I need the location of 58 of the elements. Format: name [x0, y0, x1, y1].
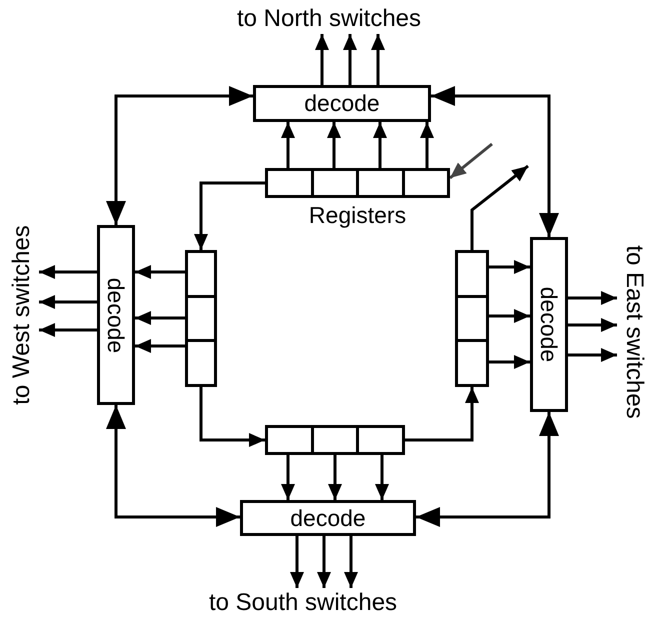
register-cell — [265, 425, 314, 455]
arrow — [420, 122, 434, 168]
register-cell — [356, 425, 406, 455]
register-cell — [185, 339, 217, 388]
arrow — [489, 309, 530, 323]
register-cell — [356, 168, 404, 198]
arrow — [489, 260, 530, 274]
arrow — [328, 455, 342, 500]
arrow — [327, 122, 341, 168]
arrow — [449, 142, 493, 180]
box-label: decode — [538, 286, 560, 362]
arrow — [135, 339, 185, 353]
decode-box — [240, 500, 416, 536]
arrow — [317, 536, 331, 588]
arrow — [39, 295, 97, 309]
arrow — [405, 387, 479, 442]
direction-label: to West switches — [5, 188, 39, 442]
direction-label: to North switches — [226, 4, 432, 34]
arrow — [135, 265, 185, 279]
register-bank — [265, 425, 405, 455]
direction-label: to East switches — [617, 212, 651, 452]
arrow — [489, 355, 530, 369]
arrow — [344, 536, 358, 588]
decode-box — [97, 225, 135, 405]
arrow — [470, 164, 529, 250]
arrow — [290, 536, 304, 588]
arrow — [106, 405, 240, 527]
register-bank — [185, 250, 217, 387]
register-caption: Registers — [308, 204, 406, 227]
arrow — [568, 318, 617, 332]
decode-box — [530, 237, 568, 412]
arrow — [39, 265, 97, 279]
arrow — [281, 122, 295, 168]
register-cell — [455, 339, 489, 388]
arrow — [39, 323, 97, 337]
arrow — [343, 34, 357, 85]
box-label: decode — [104, 277, 128, 353]
arrow — [431, 86, 559, 237]
direction-label: to South switches — [188, 588, 418, 618]
decode-box — [253, 85, 431, 122]
box-label: decode — [304, 92, 380, 115]
arrow — [416, 412, 559, 527]
arrow — [568, 291, 617, 305]
register-cell — [185, 250, 217, 298]
arrow — [200, 387, 265, 447]
arrow — [568, 348, 617, 362]
arrow — [373, 122, 387, 168]
arrow — [315, 34, 329, 85]
register-cell — [455, 250, 489, 298]
register-cell — [265, 168, 314, 198]
register-bank — [455, 250, 489, 387]
arrow — [375, 455, 389, 500]
arrow — [194, 182, 265, 250]
box-label: decode — [290, 506, 366, 530]
arrow — [281, 455, 295, 500]
arrow — [135, 311, 185, 325]
arrow — [371, 34, 385, 85]
arrow — [106, 86, 253, 225]
